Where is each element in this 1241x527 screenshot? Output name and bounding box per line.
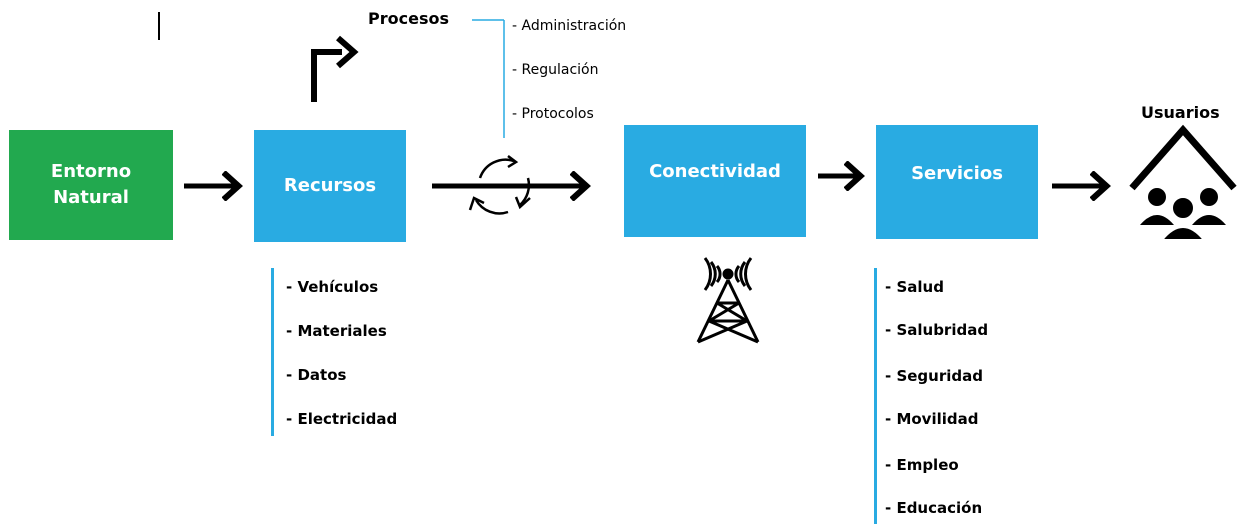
- recursos-list: - Vehículos - Materiales - Datos - Elect…: [271, 268, 414, 436]
- procesos-title: Procesos: [368, 9, 449, 28]
- servicios-list-item: - Educación: [885, 499, 983, 517]
- servicios-list-item: - Empleo: [885, 456, 959, 474]
- servicios-list-item: - Salubridad: [885, 321, 989, 339]
- recursos-list-item: - Materiales: [286, 322, 387, 340]
- usuarios-label: Usuarios: [1141, 103, 1220, 122]
- box-recursos: Recursos: [254, 130, 406, 242]
- servicios-list-item: - Movilidad: [885, 410, 979, 428]
- procesos-item: - Regulación: [512, 62, 599, 78]
- box-servicios-label: Servicios: [911, 163, 1003, 184]
- box-entorno-natural-label: Entorno Natural: [50, 161, 132, 208]
- box-servicios: Servicios: [876, 125, 1038, 239]
- servicios-list: - Salud - Salubridad - Seguridad - Movil…: [874, 268, 1007, 524]
- servicios-list-item: - Seguridad: [885, 367, 983, 385]
- procesos-bracket: [472, 19, 505, 138]
- text-cursor: [158, 12, 160, 40]
- box-entorno-natural: Entorno Natural: [9, 130, 173, 240]
- box-conectividad-label: Conectividad: [649, 161, 781, 182]
- users-house-icon: [1129, 124, 1237, 241]
- cycle-icon: [468, 155, 531, 215]
- recursos-list-item: - Electricidad: [286, 410, 398, 428]
- procesos-item: - Protocolos: [512, 106, 594, 122]
- antenna-tower-icon: [696, 257, 760, 344]
- box-recursos-label: Recursos: [283, 175, 377, 196]
- box-conectividad: Conectividad: [624, 125, 806, 237]
- recursos-list-item: - Datos: [286, 366, 347, 384]
- procesos-item: - Administración: [512, 18, 627, 34]
- recursos-list-item: - Vehículos: [286, 278, 379, 296]
- turn-arrow-icon: [311, 35, 359, 102]
- servicios-list-item: - Salud: [885, 278, 944, 296]
